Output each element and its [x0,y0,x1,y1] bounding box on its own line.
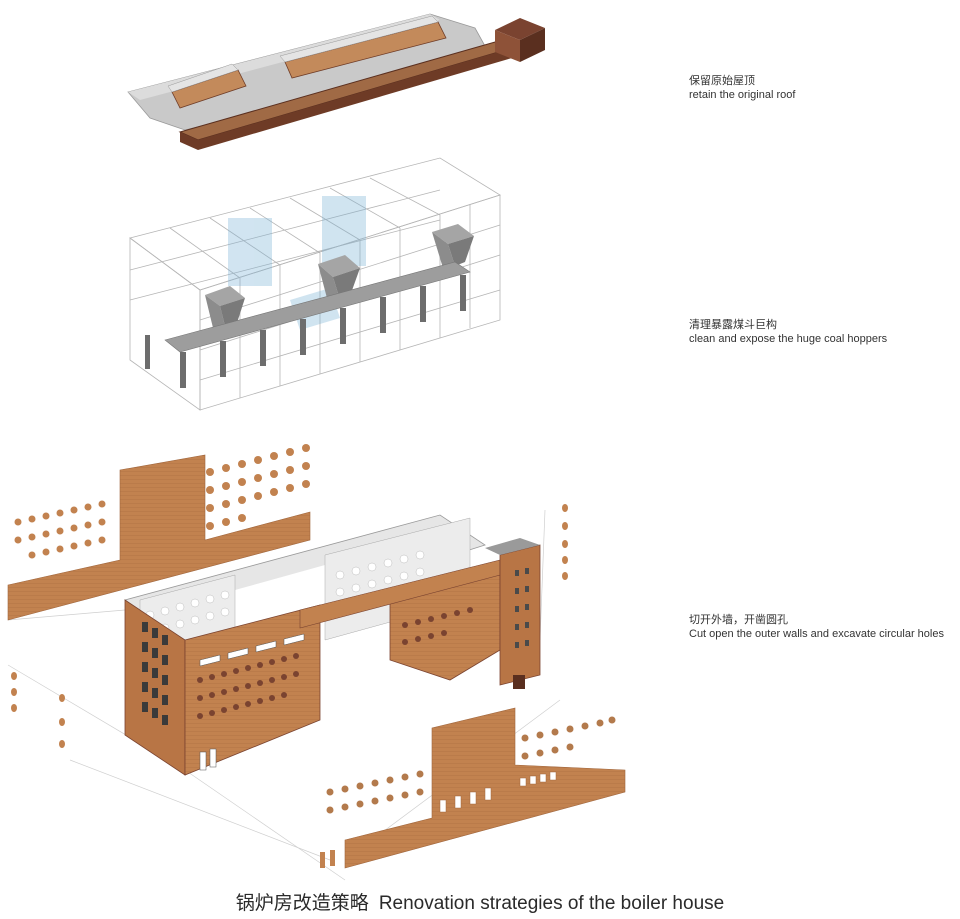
step-label-en: retain the original roof [689,89,796,101]
stair-tower-front [499,544,541,686]
frame-rafter [209,217,281,266]
hopper [318,264,340,302]
stair-tower-top [495,18,545,40]
facade-front-windows [199,633,305,771]
exploded-front-windows [439,771,557,813]
hopper [205,286,245,306]
hopper [220,298,245,330]
exploded-side-pieces [11,504,568,868]
exploded-front-dots [326,716,616,814]
caption-en: Renovation strategies of the boiler hous… [378,893,725,914]
facade-front [184,604,321,776]
caption-zh: 锅炉房改造策略 [235,892,369,914]
roof-skylight-right-top [279,15,439,63]
step-label-en: clean and expose the huge coal hoppers [689,333,888,345]
roof-skylight-left-top [167,63,239,93]
stair-tower-left [495,30,520,62]
stair-tower-right [520,28,545,62]
step-label-zh: 保留原始屋顶 [689,74,755,87]
hopper [432,224,474,244]
frame-rafter [329,187,401,229]
exploded-wall-left [7,454,311,621]
frame-beam [129,189,441,271]
facade-left-windows [142,622,168,725]
step-label-walls: 切开外墙，开凿圆孔 Cut open the outer walls and e… [689,613,944,641]
hopper-platform [164,261,471,353]
conveyor-corridor-side [180,132,198,150]
step-label-roof: 保留原始屋顶 retain the original roof [689,74,795,102]
frame-rafter [249,207,321,254]
glass-shaft [322,196,366,266]
step-label-en: Cut open the outer walls and excavate ci… [689,628,944,640]
facade-front-holes [197,653,299,719]
hopper [448,236,474,266]
frame-rafter [169,227,241,279]
stair-tower-roof [485,538,540,555]
platform-legs [145,275,466,388]
frame-beam [199,289,501,381]
step-label-zh: 清理暴露煤斗巨构 [689,318,777,331]
hopper [432,232,455,268]
frame-beam [129,219,441,301]
step-label-hoppers: 清理暴露煤斗巨构 clean and expose the huge coal … [689,318,887,346]
frame-rafter [369,177,441,216]
coal-hoppers [145,224,474,388]
conveyor-corridor-front [198,48,512,150]
wall-layer [7,444,626,881]
roof-layer [127,13,545,150]
hopper [333,268,360,300]
frame-outline-front [199,194,501,411]
exploded-hole-dots [14,444,310,559]
frame-rafter [289,197,361,241]
stair-tower-windows [513,568,529,689]
hopper [205,295,226,332]
step-label-zh: 切开外墙，开凿圆孔 [689,613,788,626]
glass-shaft [228,218,272,286]
facade-right-holes [402,607,473,645]
figure-caption: 锅炉房改造策略 Renovation strategies of the boil… [0,888,960,915]
frame-outline-left [129,237,201,411]
